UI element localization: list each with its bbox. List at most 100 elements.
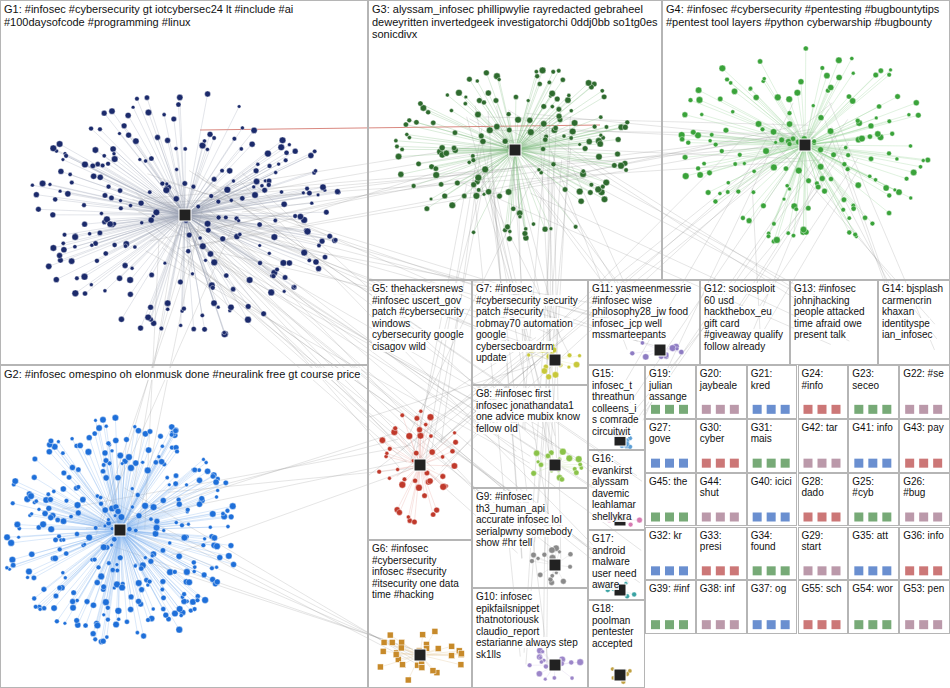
vertex-icon [124, 619, 129, 624]
vertex-icon [72, 234, 79, 241]
vertex-icon [68, 172, 72, 176]
vertex-icon [556, 107, 561, 112]
link-line [805, 68, 822, 145]
vertex-icon [192, 467, 197, 472]
link-line [805, 145, 858, 185]
vertex-icon [141, 460, 145, 464]
link-line [759, 124, 805, 145]
link-line [805, 145, 870, 176]
link-line [805, 48, 807, 145]
link-line [515, 122, 627, 150]
link-line [105, 453, 120, 530]
vertex-icon [100, 544, 107, 551]
link-line [515, 150, 520, 217]
link-line [805, 76, 827, 145]
link-line [36, 501, 120, 530]
link-line [515, 150, 580, 192]
vertex-icon [209, 511, 216, 518]
link-line [185, 128, 242, 215]
vertex-icon [178, 279, 183, 284]
vertex-icon [81, 543, 85, 547]
vertex-icon [160, 579, 166, 585]
vertex-icon [751, 190, 755, 194]
vertex-icon [211, 535, 217, 541]
link-line [183, 252, 518, 553]
vertex-icon [262, 187, 268, 193]
link-line [120, 530, 205, 600]
vertex-icon [682, 112, 688, 118]
vertex-icon [136, 598, 142, 604]
link-line [451, 111, 515, 150]
vertex-icon [147, 429, 152, 434]
vertex-icon [162, 529, 166, 533]
link-line [515, 127, 625, 150]
vertex-icon [94, 622, 101, 629]
vertex-icon [868, 174, 872, 178]
link-line [115, 159, 185, 215]
vertex-icon [100, 163, 105, 168]
vertex-icon [307, 258, 311, 262]
link-line [120, 530, 148, 585]
vertex-icon [86, 435, 92, 441]
vertex-icon [680, 137, 685, 142]
vertex-icon [145, 109, 151, 115]
link-line [185, 215, 319, 269]
link-line [764, 79, 805, 145]
vertex-icon [803, 46, 808, 51]
vertex-icon [252, 192, 259, 199]
vertex-icon [258, 261, 263, 266]
vertex-icon [818, 147, 824, 153]
vertex-icon [729, 81, 733, 85]
link-line [109, 187, 185, 215]
vertex-icon [164, 300, 170, 306]
vertex-icon [144, 467, 151, 474]
vertex-icon [112, 537, 117, 542]
vertex-icon [99, 211, 103, 215]
vertex-icon [70, 437, 74, 441]
vertex-icon [850, 98, 856, 104]
link-line [469, 79, 515, 150]
vertex-icon [58, 168, 64, 174]
link-line [120, 435, 172, 530]
vertex-icon [265, 150, 272, 157]
link-line [120, 514, 223, 530]
vertex-icon [93, 637, 98, 642]
hub-icon [509, 144, 521, 156]
link-line [129, 135, 185, 215]
link-line [515, 150, 614, 165]
vertex-icon [146, 618, 151, 623]
link-line [120, 530, 163, 582]
link-line [120, 530, 197, 600]
vertex-icon [33, 192, 39, 198]
vertex-icon [418, 101, 423, 106]
link-line [185, 94, 208, 215]
vertex-icon [746, 218, 752, 224]
vertex-icon [855, 182, 861, 188]
vertex-icon [109, 108, 115, 114]
vertex-icon [184, 569, 191, 576]
vertex-icon [829, 176, 834, 181]
vertex-icon [158, 434, 163, 439]
vertex-icon [74, 618, 80, 624]
vertex-icon [154, 518, 160, 524]
vertex-icon [28, 493, 35, 500]
link-line [784, 145, 805, 199]
vertex-icon [596, 154, 602, 160]
vertex-icon [682, 155, 688, 161]
vertex-icon [134, 528, 138, 532]
link-line [185, 215, 294, 287]
vertex-icon [92, 557, 97, 562]
vertex-icon [226, 525, 230, 529]
vertex-icon [863, 215, 868, 220]
vertex-icon [893, 188, 897, 192]
vertex-icon [322, 254, 327, 259]
link-line [34, 530, 120, 598]
vertex-icon [99, 501, 104, 506]
vertex-icon [231, 562, 237, 568]
vertex-icon [541, 104, 547, 110]
link-line [120, 431, 176, 530]
vertex-icon [279, 137, 286, 144]
vertex-icon [870, 221, 875, 226]
vertex-icon [245, 316, 252, 323]
link-line [805, 139, 862, 145]
